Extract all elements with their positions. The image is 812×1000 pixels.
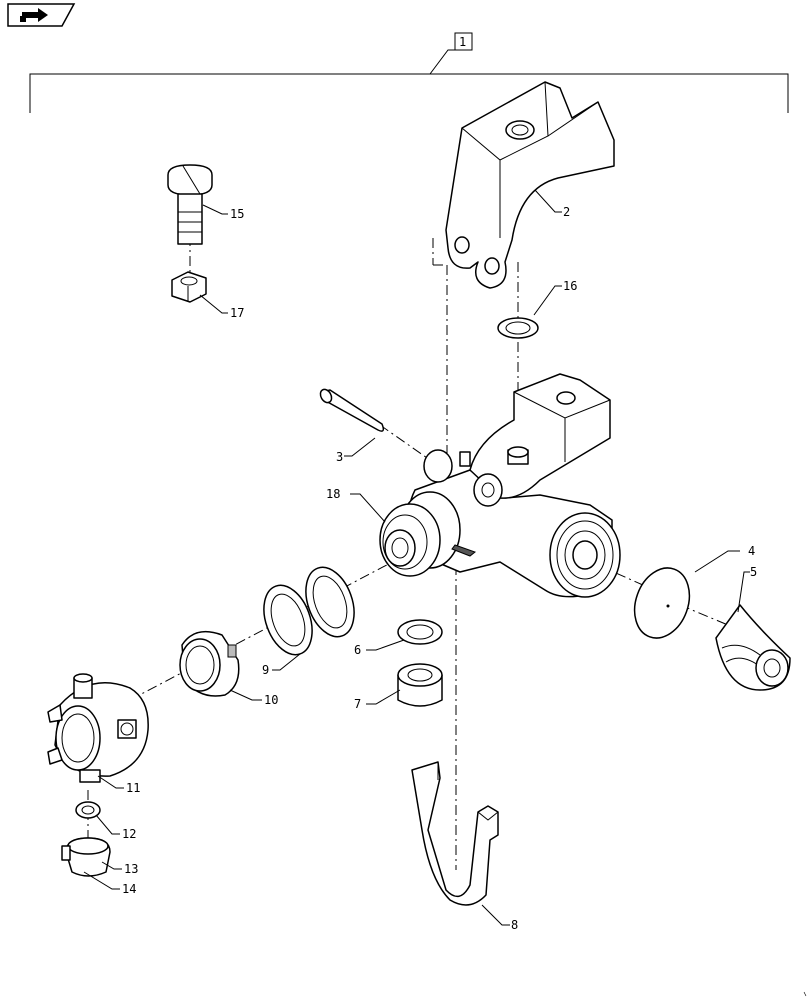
nut-17-part	[171, 271, 207, 303]
washer-12-part	[75, 801, 101, 819]
callout-9: 9	[262, 663, 269, 677]
callout-14: 14	[122, 882, 136, 896]
next-page-arrow-icon[interactable]	[7, 3, 76, 27]
callout-5: 5	[750, 565, 757, 579]
pin-3-part	[319, 388, 385, 432]
callout-3: 3	[336, 450, 343, 464]
callout-13: 13	[124, 862, 138, 876]
callout-16: 16	[563, 279, 577, 293]
valve-body-part	[379, 373, 621, 598]
callout-4: 4	[748, 544, 755, 558]
callout-15: 15	[230, 207, 244, 221]
callout-6: 6	[354, 643, 361, 657]
washer-6-part	[397, 619, 443, 645]
bolt-15-part	[167, 164, 213, 245]
assembly-bracket: 1	[29, 32, 789, 113]
washer-16-part	[497, 317, 539, 339]
callout-17: 17	[230, 306, 244, 320]
washer-9-part	[263, 566, 355, 656]
leader-lines	[83, 189, 750, 926]
callout-8: 8	[511, 918, 518, 932]
callout-18: 18	[326, 487, 340, 501]
bushing-7-part	[397, 663, 443, 707]
callout-7: 7	[354, 697, 361, 711]
disc-4-part	[633, 567, 691, 639]
callout-2: 2	[563, 205, 570, 219]
cover-5-part	[715, 604, 791, 691]
fork-8-part	[411, 761, 499, 906]
callout-11: 11	[126, 781, 140, 795]
callout-12: 12	[122, 827, 136, 841]
callout-numbers: 2 3 4 5 6 7 8 9 10 11 12 13 14 15 16 17 …	[122, 205, 757, 932]
clip-13-part	[61, 837, 111, 877]
assembly-label: 1	[459, 35, 466, 49]
cap-10-part	[179, 630, 240, 697]
callout-10: 10	[264, 693, 278, 707]
upper-yoke-part	[445, 81, 615, 289]
housing-11-part	[47, 673, 149, 783]
